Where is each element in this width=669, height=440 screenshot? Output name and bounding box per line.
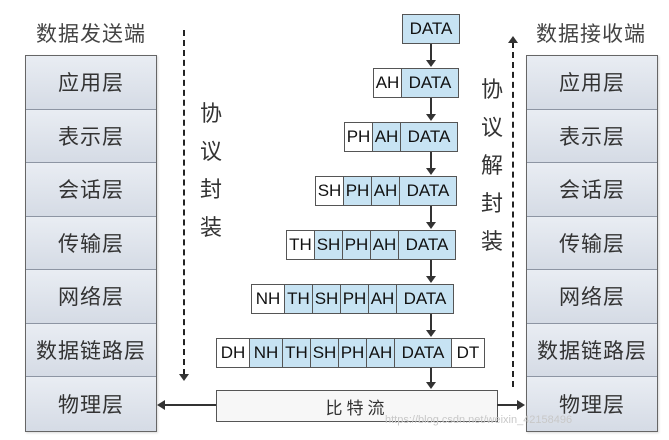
pdu-cell-dh: DH — [216, 338, 250, 368]
flow-connector — [430, 152, 432, 172]
sender-layer-stack: 应用层 表示层 会话层 传输层 网络层 数据链路层 物理层 — [25, 55, 157, 432]
right-arrow-icon — [517, 400, 525, 410]
decapsulation-char: 协 — [480, 78, 503, 103]
flow-arrow-icon — [426, 168, 436, 175]
pdu-cell-data: DATA — [399, 176, 457, 206]
to-receiver-physical-line — [497, 404, 519, 406]
pdu-cell-data: DATA — [398, 230, 456, 260]
flow-arrow-icon — [426, 276, 436, 283]
pdu-row-physical: DH NH TH SH PH AH DATA DT — [216, 338, 485, 368]
pdu-cell-sh: SH — [312, 284, 341, 314]
decapsulation-char: 封 — [480, 192, 503, 217]
decapsulation-char: 解 — [480, 154, 503, 179]
sender-title: 数据发送端 — [36, 22, 146, 46]
receiver-layer-network: 网络层 — [527, 270, 657, 324]
encapsulation-char: 议 — [199, 140, 222, 165]
watermark: https://blog.csdn.net/weixin_42158496 — [385, 414, 573, 426]
sender-layer-transport: 传输层 — [26, 216, 156, 270]
encapsulation-char: 封 — [199, 178, 222, 203]
pdu-cell-ah: AH — [373, 68, 402, 98]
decapsulation-dashed-line — [512, 42, 514, 387]
decapsulation-arrow-head-icon — [508, 36, 518, 43]
receiver-layer-stack: 应用层 表示层 会话层 传输层 网络层 数据链路层 物理层 — [526, 55, 658, 432]
pdu-cell-sh: SH — [315, 176, 344, 206]
decapsulation-char: 议 — [480, 116, 503, 141]
decapsulation-label: 协 议 解 封 装 — [480, 72, 504, 262]
flow-connector — [430, 368, 432, 384]
pdu-cell-data: DATA — [402, 14, 460, 44]
sender-layer-physical: 物理层 — [26, 377, 156, 431]
pdu-cell-data: DATA — [401, 68, 459, 98]
pdu-cell-data: DATA — [400, 122, 458, 152]
pdu-cell-ph: PH — [340, 284, 369, 314]
pdu-cell-nh: NH — [249, 338, 283, 368]
pdu-cell-th: TH — [286, 230, 315, 260]
receiver-title: 数据接收端 — [536, 22, 646, 46]
flow-connector — [430, 206, 432, 226]
sender-layer-datalink: 数据链路层 — [26, 323, 156, 377]
receiver-layer-datalink: 数据链路层 — [527, 323, 657, 377]
flow-arrow-icon — [426, 330, 436, 337]
pdu-cell-data: DATA — [396, 284, 454, 314]
sender-layer-presentation: 表示层 — [26, 109, 156, 163]
flow-connector — [430, 98, 432, 118]
pdu-cell-ph: PH — [338, 338, 367, 368]
pdu-cell-sh: SH — [314, 230, 343, 260]
pdu-row-datalink: NH TH SH PH AH DATA — [251, 284, 454, 314]
flow-connector — [430, 314, 432, 334]
encapsulation-arrow-head-icon — [179, 374, 189, 381]
pdu-cell-sh: SH — [310, 338, 339, 368]
receiver-layer-application: 应用层 — [527, 56, 657, 110]
flow-connector — [430, 44, 432, 64]
pdu-cell-ah: AH — [371, 176, 400, 206]
decapsulation-char: 装 — [480, 230, 503, 255]
encapsulation-char: 装 — [199, 216, 222, 241]
pdu-cell-ah: AH — [370, 230, 399, 260]
flow-arrow-icon — [426, 222, 436, 229]
left-arrow-icon — [157, 400, 165, 410]
flow-arrow-icon — [426, 114, 436, 121]
pdu-row-presentation: AH DATA — [373, 68, 459, 98]
encapsulation-label: 协 议 封 装 — [199, 96, 223, 248]
encapsulation-dashed-line — [183, 30, 185, 375]
pdu-cell-th: TH — [282, 338, 311, 368]
receiver-layer-physical: 物理层 — [527, 377, 657, 431]
sender-layer-network: 网络层 — [26, 270, 156, 324]
pdu-cell-ah: AH — [366, 338, 395, 368]
flow-arrow-icon — [426, 60, 436, 67]
encapsulation-char: 协 — [199, 102, 222, 127]
pdu-row-network: TH SH PH AH DATA — [286, 230, 456, 260]
pdu-cell-th: TH — [284, 284, 313, 314]
pdu-cell-nh: NH — [251, 284, 285, 314]
pdu-cell-dt: DT — [451, 338, 485, 368]
bitstream-box: 比特流 — [216, 390, 498, 422]
sender-layer-session: 会话层 — [26, 163, 156, 217]
flow-arrow-icon — [426, 382, 436, 389]
pdu-row-transport: SH PH AH DATA — [315, 176, 457, 206]
pdu-cell-ph: PH — [342, 230, 371, 260]
pdu-row-application: DATA — [402, 14, 460, 44]
to-sender-physical-line — [163, 404, 216, 406]
pdu-cell-ah: AH — [368, 284, 397, 314]
receiver-layer-presentation: 表示层 — [527, 109, 657, 163]
pdu-cell-ph: PH — [344, 122, 373, 152]
receiver-layer-session: 会话层 — [527, 163, 657, 217]
sender-layer-application: 应用层 — [26, 56, 156, 110]
pdu-cell-data: DATA — [394, 338, 452, 368]
flow-connector — [430, 260, 432, 280]
pdu-row-session: PH AH DATA — [344, 122, 458, 152]
receiver-layer-transport: 传输层 — [527, 216, 657, 270]
pdu-cell-ah: AH — [372, 122, 401, 152]
pdu-cell-ph: PH — [343, 176, 372, 206]
